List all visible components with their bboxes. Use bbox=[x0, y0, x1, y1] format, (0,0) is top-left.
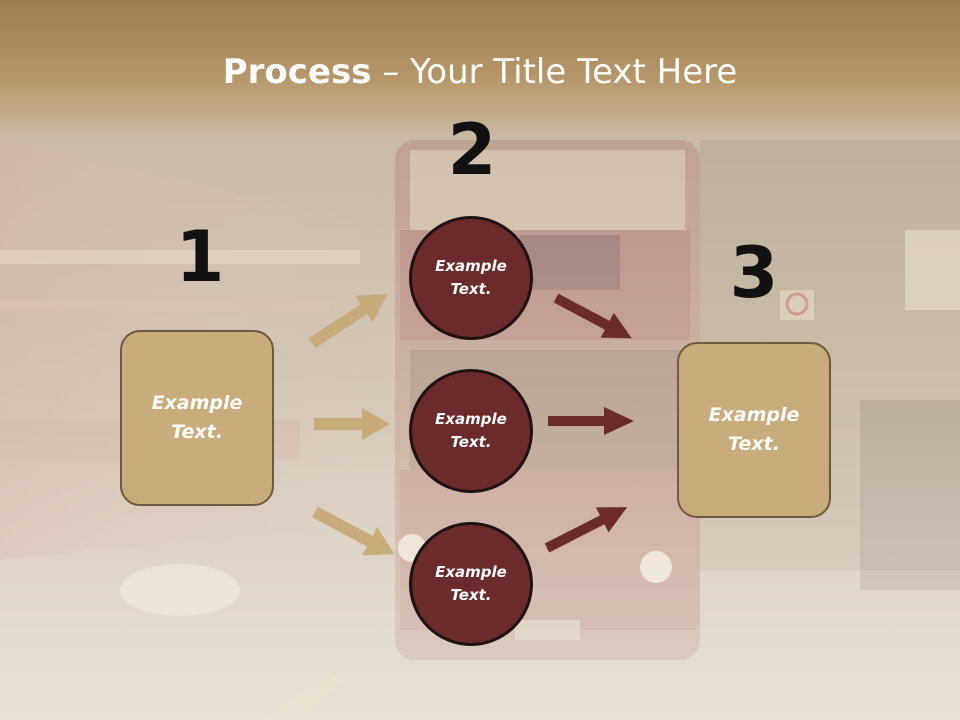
circle-middle-label: Example Text. bbox=[435, 410, 507, 451]
title-band bbox=[0, 0, 960, 135]
left-text-box[interactable]: Example Text. bbox=[120, 330, 274, 506]
circle-middle[interactable]: Example Text. bbox=[409, 369, 533, 493]
title-bold: Process bbox=[222, 52, 372, 92]
right-text-box-label: Example Text. bbox=[708, 404, 800, 455]
circle-top-label: Example Text. bbox=[435, 257, 507, 298]
step-number-3: 3 bbox=[729, 232, 779, 314]
circle-bottom[interactable]: Example Text. bbox=[409, 522, 533, 646]
right-text-box[interactable]: Example Text. bbox=[677, 342, 831, 518]
circle-top[interactable]: Example Text. bbox=[409, 216, 533, 340]
step-number-1: 1 bbox=[175, 216, 225, 298]
left-text-box-label: Example Text. bbox=[151, 392, 243, 443]
title-rest: – Your Title Text Here bbox=[371, 52, 738, 92]
circle-bottom-label: Example Text. bbox=[435, 563, 507, 604]
slide-title: Process – Your Title Text Here bbox=[0, 52, 960, 92]
step-number-2: 2 bbox=[447, 109, 497, 191]
